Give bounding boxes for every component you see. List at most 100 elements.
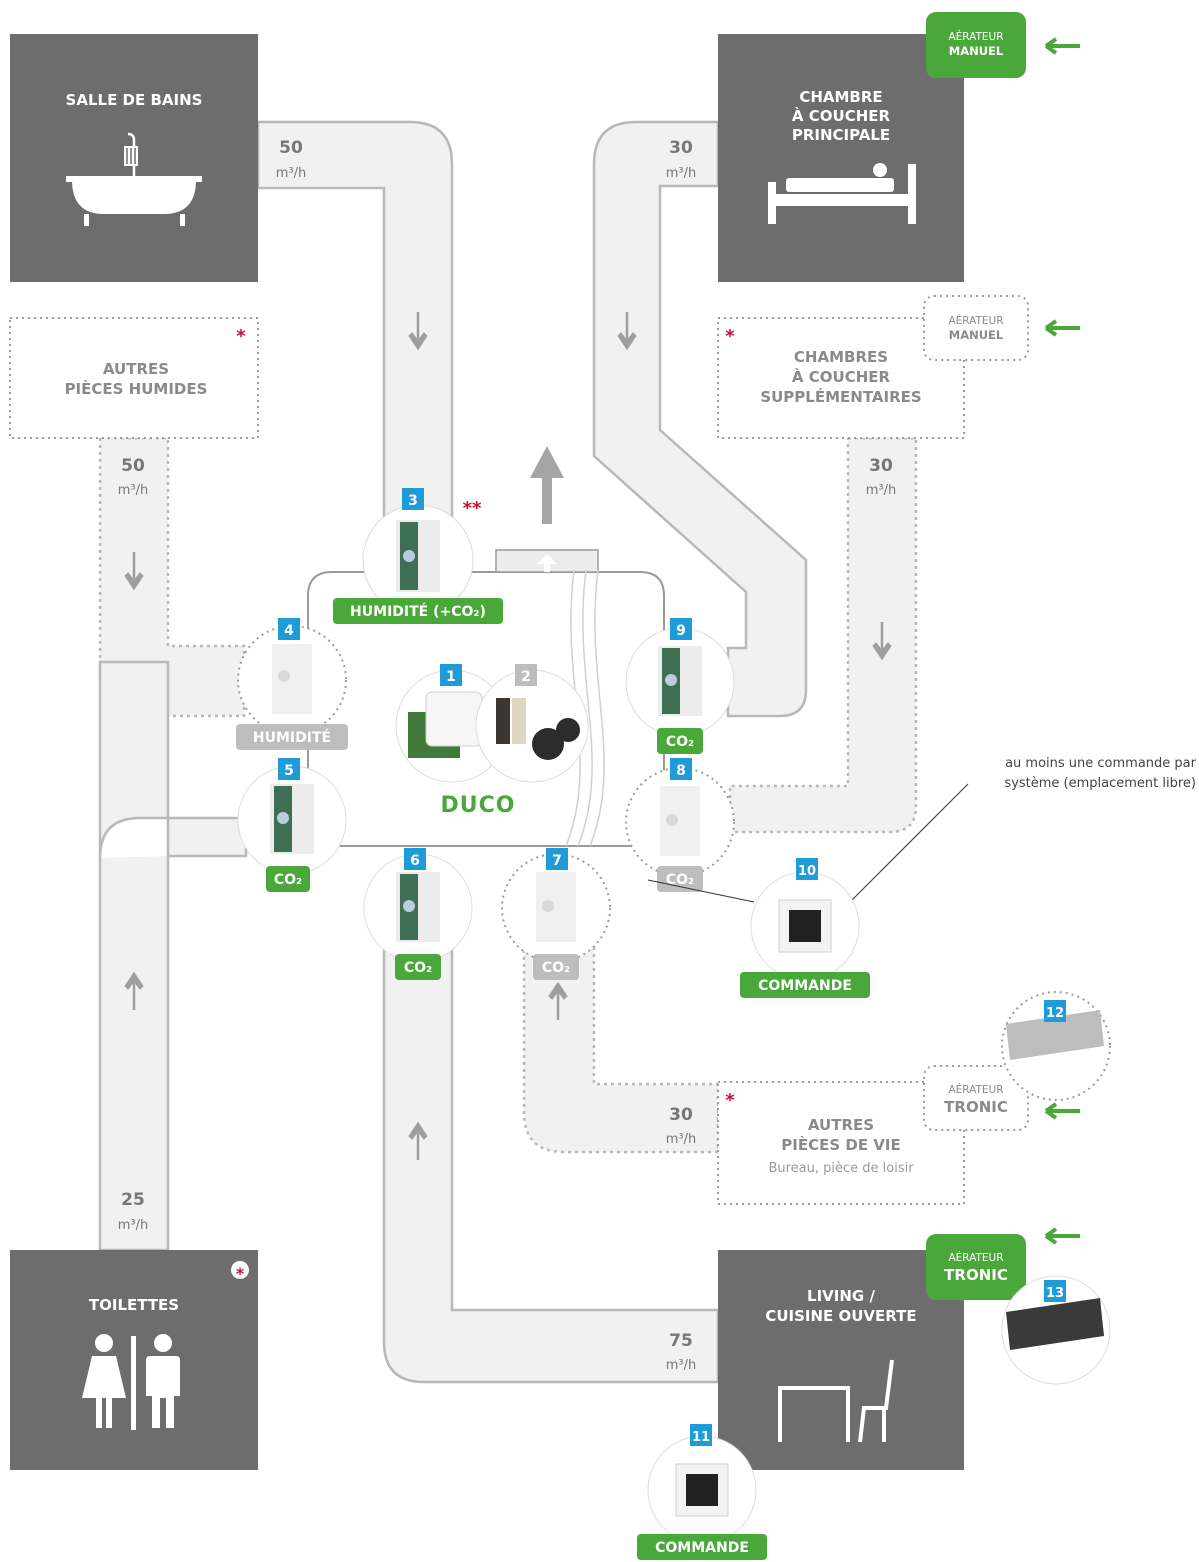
sensor-9: 9 CO₂ (625, 618, 735, 754)
arrow-down-wet (124, 552, 144, 591)
flow-value-extra: 30 (869, 456, 893, 476)
flow-unit-wet: m³/h (118, 483, 149, 498)
arrow-down-bathroom (408, 312, 428, 351)
room-title-toilets: TOILETTES (89, 1296, 179, 1314)
toilets-icon (82, 1334, 180, 1430)
vent-tronic-dotted: AÉRATEUR TRONIC (923, 1065, 1029, 1131)
tronic-13-number: 13 (1046, 1286, 1064, 1301)
arrow-down-extra (872, 622, 892, 661)
sensor-7: 7 CO₂ (501, 848, 611, 980)
bathtub-icon (66, 132, 202, 226)
arrow-up-other-living (548, 981, 568, 1020)
room-toilets: TOILETTES * (10, 1250, 258, 1470)
unit-2-number: 2 (521, 669, 531, 685)
exhaust-arrow (530, 446, 564, 524)
room-title-living-1: LIVING / (807, 1287, 875, 1305)
note-line2: système (emplacement libre) (1004, 776, 1196, 791)
sensor-3-label: HUMIDITÉ (+CO₂) (350, 603, 486, 620)
flow-value-other-living: 30 (669, 1105, 693, 1125)
exhaust-small-arrow (537, 554, 557, 572)
vent-tronic-solid-line1: AÉRATEUR (948, 1251, 1003, 1264)
tronic-12: 12 (1001, 991, 1111, 1101)
room-subtitle-other-living: Bureau, pièce de loisir (768, 1161, 914, 1176)
room-title-wet-1: AUTRES (103, 360, 169, 378)
sensor-5-number: 5 (284, 763, 294, 779)
sensor-7-number: 7 (552, 853, 562, 869)
vent-manual-dotted-line2: MANUEL (949, 328, 1004, 342)
asterisk-wet: * (236, 326, 246, 347)
sensor-3-number: 3 (408, 493, 418, 509)
arrow-up-toilets (124, 971, 144, 1010)
vent-manual-dotted-line1: AÉRATEUR (948, 314, 1003, 327)
vent-tronic-dotted-line2: TRONIC (944, 1098, 1008, 1116)
flow-labels: 50 m³/h 30 m³/h 50 m³/h 30 m³/h 25 m³/h … (118, 138, 897, 1373)
unit-1-number: 1 (446, 669, 456, 685)
green-arrow-3 (1044, 1102, 1080, 1120)
room-bathroom: SALLE DE BAINS (10, 34, 258, 282)
room-title-living-2: CUISINE OUVERTE (765, 1307, 916, 1325)
control-11: 11 COMMANDE (637, 1424, 767, 1560)
sensor-3: 3 HUMIDITÉ (+CO₂) ** (333, 488, 503, 624)
flow-value-living: 75 (669, 1331, 693, 1351)
room-living: LIVING / CUISINE OUVERTE (718, 1250, 964, 1470)
sensor-9-label: CO₂ (666, 734, 694, 750)
room-title-other-living-2: PIÈCES DE VIE (781, 1135, 900, 1154)
sensor-4: 4 HUMIDITÉ (236, 618, 348, 750)
flow-value-bathroom: 50 (279, 138, 303, 158)
flow-unit-extra: m³/h (866, 483, 897, 498)
table-chair-icon (778, 1359, 894, 1443)
flow-arrows (124, 312, 892, 1160)
green-arrow-4 (1044, 1227, 1080, 1245)
vent-manual-dotted: AÉRATEUR MANUEL (923, 295, 1029, 361)
vent-tronic-dotted-line1: AÉRATEUR (948, 1083, 1003, 1096)
flow-value-wet: 50 (121, 456, 145, 476)
control-10: 10 COMMANDE (647, 783, 969, 998)
asterisk-toilets-badge (231, 1261, 249, 1279)
flow-unit-other-living: m³/h (666, 1132, 697, 1147)
sensor-8: 8 CO₂ (625, 758, 735, 892)
room-title-master-2: À COUCHER (792, 106, 891, 125)
tronic-13: 13 (1001, 1275, 1111, 1385)
sensor-7-label: CO₂ (542, 960, 570, 976)
duco-logo: DUCO (441, 793, 516, 818)
vent-manual-top-line1: AÉRATEUR (948, 30, 1003, 43)
flow-unit-bathroom: m³/h (276, 166, 307, 181)
double-asterisk: ** (463, 498, 482, 519)
room-title-master-3: PRINCIPALE (792, 126, 890, 144)
sensor-9-number: 9 (676, 623, 686, 639)
control-11-number: 11 (692, 1430, 710, 1445)
sensor-6-number: 6 (410, 853, 420, 869)
sensor-6-label: CO₂ (404, 960, 432, 976)
room-title-master-1: CHAMBRE (799, 88, 882, 106)
control-10-number: 10 (798, 864, 816, 879)
vent-manual-top: AÉRATEUR MANUEL (926, 12, 1026, 78)
asterisk-other-living: * (725, 1090, 735, 1111)
sensor-6: 6 CO₂ (363, 848, 473, 980)
asterisk-toilets: * (236, 1264, 245, 1283)
arrow-down-master (617, 312, 637, 351)
room-master-bedroom: CHAMBRE À COUCHER PRINCIPALE (718, 34, 964, 282)
sensor-5-label: CO₂ (274, 872, 302, 888)
room-other-wet-rooms: AUTRES PIÈCES HUMIDES * (9, 317, 259, 439)
vent-tronic-solid-line2: TRONIC (944, 1266, 1008, 1284)
sensor-8-label: CO₂ (666, 872, 694, 888)
room-title-extra-2: À COUCHER (792, 367, 891, 386)
room-title-extra-1: CHAMBRES (794, 348, 888, 366)
tronic-12-number: 12 (1046, 1006, 1064, 1021)
room-title-extra-3: SUPPLÉMENTAIRES (760, 387, 921, 406)
arrow-up-living (408, 1121, 428, 1160)
asterisk-extra: * (725, 326, 735, 347)
unit-1: 1 (395, 664, 509, 783)
note-line1: au moins une commande par (1005, 756, 1197, 771)
room-title-bathroom: SALLE DE BAINS (66, 91, 203, 109)
sensor-4-label: HUMIDITÉ (253, 729, 331, 746)
flow-value-master: 30 (669, 138, 693, 158)
flow-unit-toilets: m³/h (118, 1218, 149, 1233)
duct-toilets (98, 660, 248, 859)
flow-unit-living: m³/h (666, 1358, 697, 1373)
flow-unit-master: m³/h (666, 166, 697, 181)
green-arrow-1 (1044, 37, 1080, 55)
flow-value-toilets: 25 (121, 1190, 145, 1210)
sensor-4-number: 4 (284, 623, 294, 639)
